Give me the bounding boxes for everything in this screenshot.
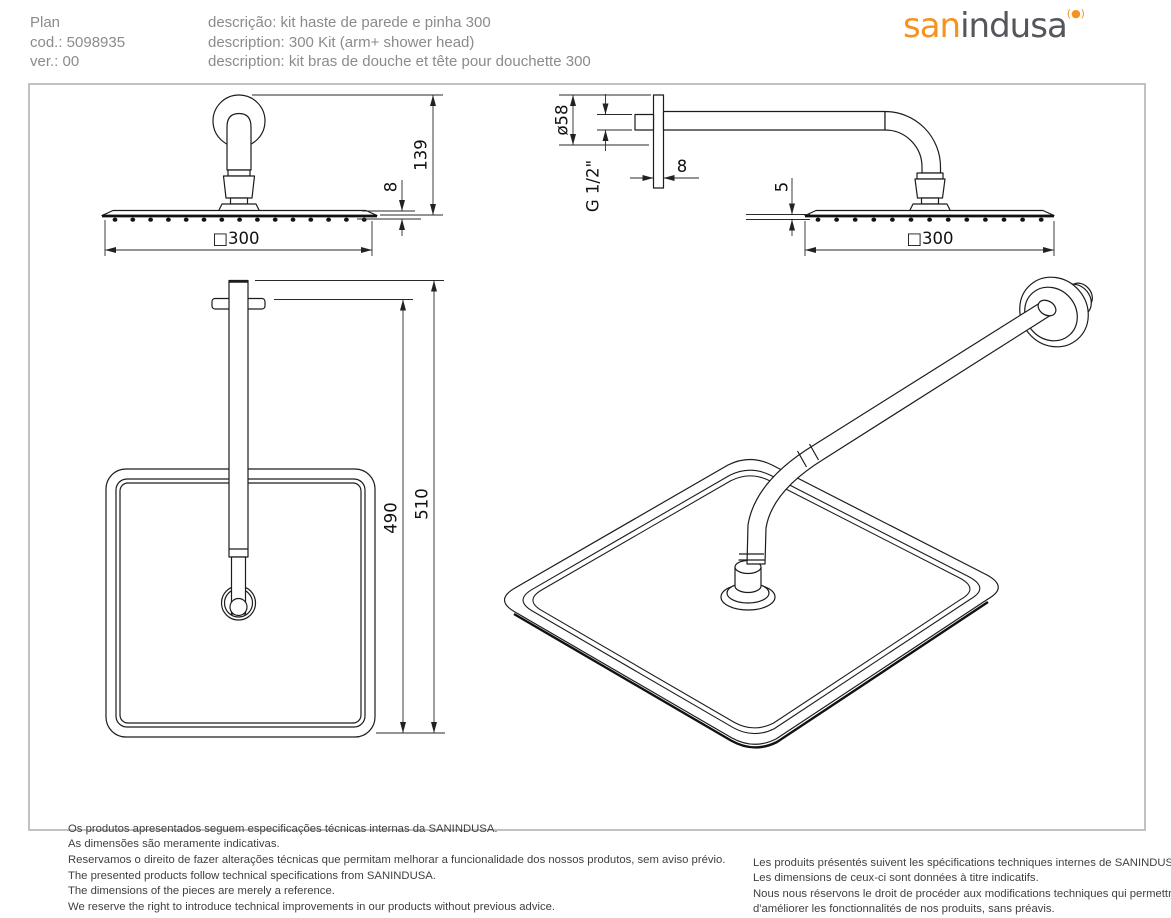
description-block: descrição: kit haste de parede e pinha 3… (208, 13, 591, 72)
disclaimer-line: The dimensions of the pieces are merely … (68, 885, 335, 898)
disclaimer-line: As dimensões são meramente indicativas. (68, 838, 280, 851)
dim-side-head-thickness: 5 (773, 182, 792, 193)
dim-side-width: □300 (906, 229, 953, 248)
disclaimer-line: Nous nous réservons le droit de procéder… (753, 887, 1171, 900)
description-en: description: 300 Kit (arm+ shower head) (208, 33, 475, 51)
logo-text-primary: san (903, 6, 961, 46)
description-fr: description: kit bras de douche et tête … (208, 53, 591, 70)
title-block: Plan cod.: 5098935 ver.: 00 (30, 13, 125, 72)
drawing-canvas: 139 8 □300 ø58 G (101, 94, 1093, 749)
dim-side-flange-diameter: ø58 (553, 104, 572, 135)
disclaimer-line: Reservamos o direito de fazer alterações… (68, 853, 726, 866)
dim-plan-arm-length: 490 (382, 502, 401, 534)
drawing-frame: 139 8 □300 ø58 G (28, 83, 1171, 915)
dim-side-thread: G 1/2" (584, 160, 603, 212)
logo-mark-icon: (●) (1066, 7, 1085, 20)
description-pt: descrição: kit haste de parede e pinha 3… (208, 14, 491, 31)
sanindusa-logo: sanindusa(●) (903, 6, 1085, 46)
plan-label: Plan (30, 14, 61, 31)
disclaimer-line: d'améliorer les fonctionnalités de nos p… (753, 903, 1055, 916)
iso-view (503, 276, 1093, 749)
disclaimer-line: Les produits présentés suivent les spéci… (753, 857, 1171, 869)
front-view: 139 8 □300 (101, 94, 443, 256)
dim-front-width: □300 (212, 229, 259, 248)
version: ver.: 00 (30, 53, 80, 70)
disclaimer-fr: Les produits présentés suivent les spéci… (753, 856, 1171, 918)
side-view: ø58 G 1/2" 8 5 □300 (553, 94, 1055, 256)
spec-sheet-page: { "header": { "plan_label": "Plan", "cod… (28, 6, 1171, 916)
dim-side-flange-thickness: 8 (677, 157, 688, 176)
disclaimer-line: Os produtos apresentados seguem especifi… (68, 823, 498, 835)
disclaimer-en: The presented products follow technical … (68, 869, 555, 915)
dim-plan-total-length: 510 (413, 488, 432, 520)
disclaimer-pt: Os produtos apresentados seguem especifi… (68, 822, 725, 868)
disclaimer-line: Les dimensions de ceux-ci sont données à… (753, 872, 1039, 885)
disclaimer-line: The presented products follow technical … (68, 870, 436, 882)
disclaimer-line: We reserve the right to introduce techni… (68, 900, 556, 913)
dim-front-head-thickness: 8 (382, 182, 401, 193)
logo-text-secondary: indusa (960, 6, 1068, 46)
plan-view: 490 510 (105, 279, 445, 738)
dim-front-height: 139 (412, 139, 431, 171)
product-code: cod.: 5098935 (30, 33, 126, 51)
